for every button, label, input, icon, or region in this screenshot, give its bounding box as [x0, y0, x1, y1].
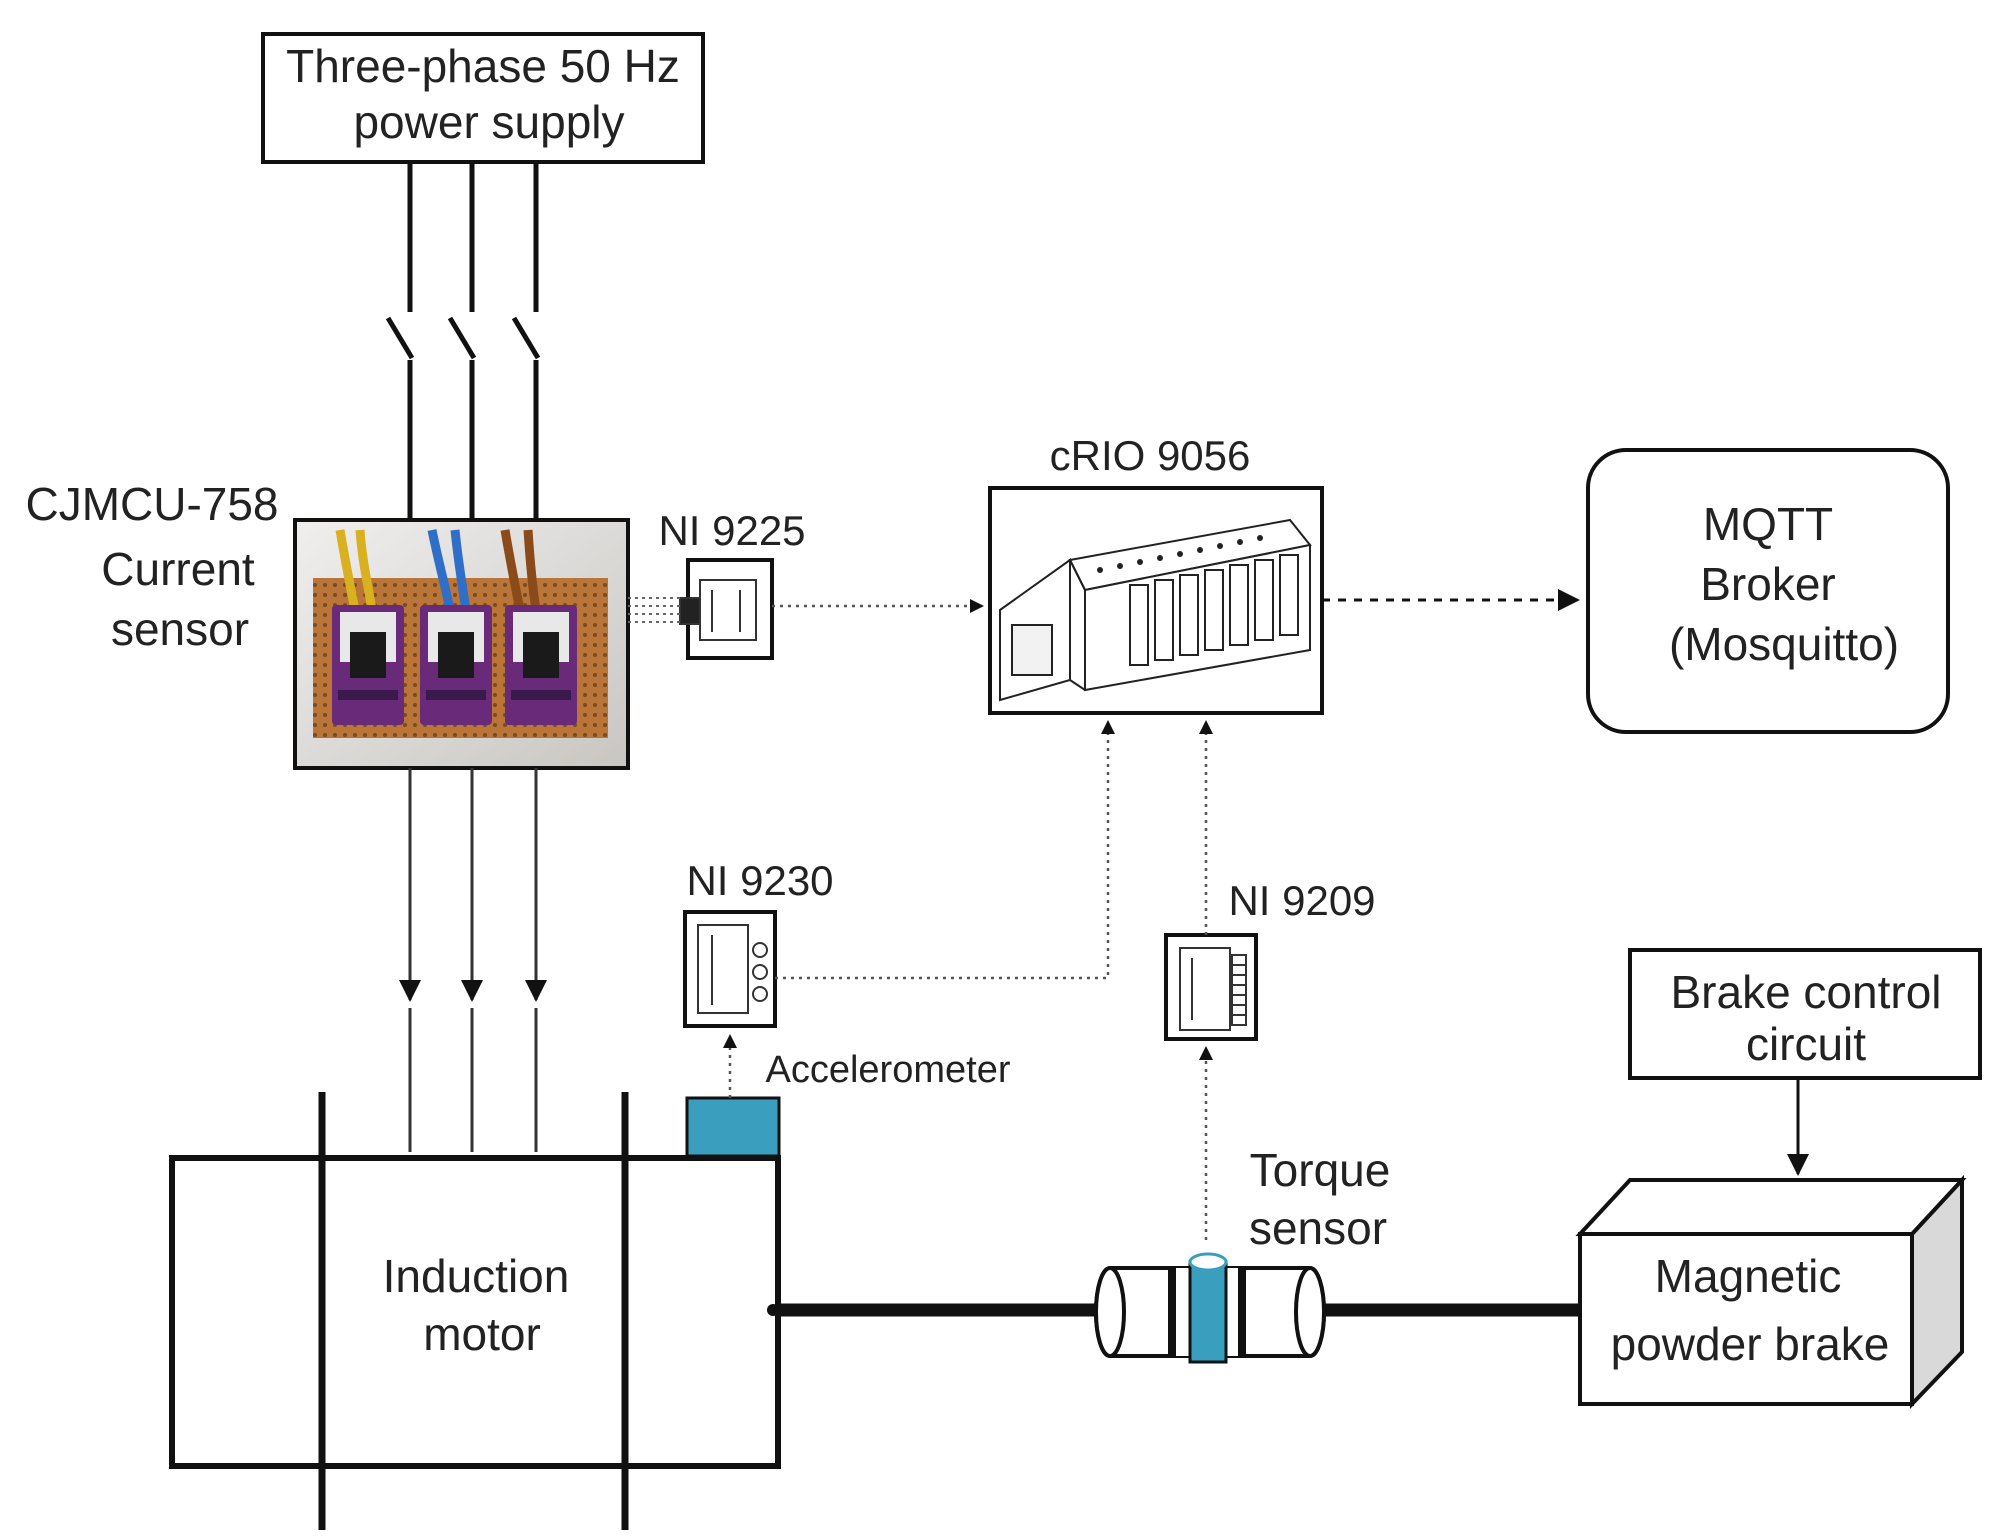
induction-motor-block: Induction motor: [169, 1092, 781, 1530]
motor-label-line1: Induction: [383, 1250, 570, 1302]
crio-block: cRIO 9056: [988, 432, 1324, 715]
torque-sensor-label-line1: Torque: [1250, 1144, 1391, 1196]
brake-control-box: [1628, 948, 1982, 1080]
ni-9209-module-icon: [1179, 947, 1247, 1031]
shaft: [767, 1303, 1580, 1317]
crio-label: cRIO 9056: [1050, 432, 1251, 479]
brake-label-line1: Magnetic: [1655, 1250, 1842, 1302]
brake-front: [1578, 1232, 1914, 1406]
mqtt-label-line1: MQTT: [1703, 498, 1833, 550]
torque-sensor-coupling: Torque sensor: [1094, 1144, 1391, 1364]
three-phase-lines-upper: [385, 162, 541, 520]
ni-9209-label: NI 9209: [1228, 877, 1375, 924]
accelerometer-label: Accelerometer: [766, 1049, 1011, 1091]
ni-9209-block: NI 9209: [1164, 877, 1376, 1041]
current-sensor-block: CJMCU-758 Current sensor: [25, 478, 630, 770]
ni-9225-label: NI 9225: [658, 507, 805, 554]
ni-9225-module-icon: [679, 579, 757, 641]
sensor-board-3: [505, 605, 577, 725]
ni-9230-module-icon: [697, 924, 768, 1014]
motor-label-line2: motor: [423, 1308, 541, 1360]
ni-9230-block: NI 9230: [683, 857, 834, 1028]
current-sensor-label-line2: Current: [101, 543, 255, 595]
link-ni9230-to-crio: [775, 720, 1115, 980]
current-sensor-label-line3: sensor: [111, 603, 249, 655]
switch-phase-3: [511, 316, 541, 360]
wire-brown: [500, 529, 525, 611]
sensor-board-1: [332, 605, 404, 725]
brake-control-block: Brake control circuit: [1628, 948, 1982, 1176]
mqtt-label-line2: Broker: [1700, 558, 1835, 610]
wire-yellow: [335, 529, 360, 611]
magnetic-brake-block: Magnetic powder brake: [1575, 1174, 1967, 1409]
mqtt-label-line3: (Mosquitto): [1669, 618, 1899, 670]
accelerometer-block: Accelerometer: [685, 1034, 1011, 1158]
ni-9225-block: NI 9225: [628, 507, 806, 660]
switch-phase-1: [385, 316, 415, 360]
crio-chassis-illustration: [999, 518, 1312, 702]
wire-blue: [427, 529, 455, 611]
three-phase-lines-lower: [399, 768, 547, 1152]
current-sensor-label-line1: CJMCU-758: [25, 478, 278, 530]
brake-label-line2: powder brake: [1611, 1318, 1890, 1370]
brake-control-label-line2: circuit: [1746, 1018, 1866, 1070]
brake-top: [1575, 1178, 1967, 1236]
ni-9230-label: NI 9230: [686, 857, 833, 904]
power-supply-label-line1: Three-phase 50 Hz: [286, 40, 680, 92]
mqtt-broker-box: [1586, 448, 1950, 734]
power-supply-label-line2: power supply: [353, 96, 624, 148]
brake-control-label-line1: Brake control: [1670, 966, 1941, 1018]
torque-sensor-element: [1188, 1260, 1228, 1364]
sensor-board-2: [420, 605, 492, 725]
power-supply-block: Three-phase 50 Hz power supply: [261, 32, 705, 164]
motor-body: [169, 1155, 781, 1469]
accelerometer-sensor: [685, 1096, 781, 1158]
switch-phase-2: [447, 316, 477, 360]
torque-sensor-label-line2: sensor: [1249, 1202, 1387, 1254]
mqtt-broker-block: MQTT Broker (Mosquitto): [1586, 448, 1950, 734]
power-supply-box: [261, 32, 705, 164]
